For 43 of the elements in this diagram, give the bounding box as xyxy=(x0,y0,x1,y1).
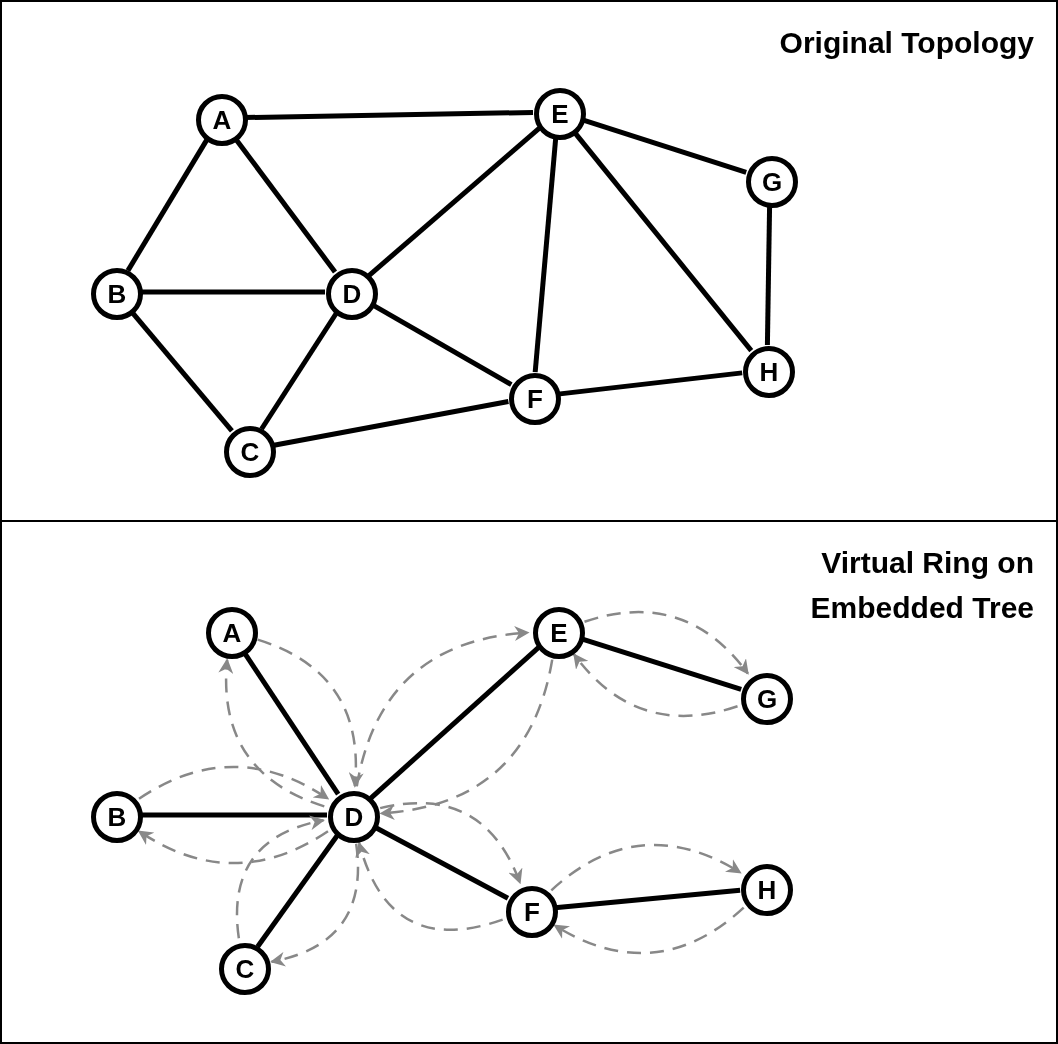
node-circle: E xyxy=(534,88,586,140)
panel-title: Original Topology xyxy=(778,25,1034,61)
dashed-arrow xyxy=(235,816,325,939)
edge-line xyxy=(557,370,743,397)
panel-title: Virtual Ring on Embedded Tree xyxy=(809,545,1034,626)
node-circle: G xyxy=(741,673,793,725)
node-circle: B xyxy=(91,268,143,320)
dashed-arrow xyxy=(270,843,360,966)
node-circle: D xyxy=(326,268,378,320)
dashed-arrow xyxy=(355,626,530,787)
edge-line xyxy=(125,138,210,272)
edge-line xyxy=(368,645,541,801)
dashed-arrow xyxy=(379,802,522,885)
edge-line xyxy=(272,399,509,448)
node-circle: H xyxy=(741,864,793,916)
node-circle: G xyxy=(746,156,798,208)
dashed-arrow xyxy=(138,765,330,800)
dashed-arrow xyxy=(356,841,503,931)
dashed-arrow xyxy=(137,830,329,865)
node-circle: A xyxy=(206,607,258,659)
dashed-arrow xyxy=(553,906,745,955)
dashed-arrow xyxy=(257,638,364,788)
edge-line xyxy=(140,289,325,295)
edge-line xyxy=(255,833,340,949)
dashed-arrow xyxy=(550,843,742,892)
node-circle: F xyxy=(509,373,561,425)
edge-line xyxy=(140,812,327,818)
node-circle: H xyxy=(743,346,795,398)
node-circle: C xyxy=(224,426,276,478)
node-circle: D xyxy=(328,791,380,843)
dashed-arrow xyxy=(218,658,325,808)
node-circle: F xyxy=(506,886,558,938)
dashed-arrow xyxy=(584,611,749,675)
edge-line xyxy=(259,311,339,431)
edge-line xyxy=(367,126,541,278)
dashed-arrow xyxy=(573,653,738,717)
node-circle: E xyxy=(533,607,585,659)
node-circle: A xyxy=(196,94,248,146)
panel xyxy=(0,520,1058,1044)
dashed-arrow xyxy=(379,659,554,820)
node-circle: C xyxy=(219,943,271,995)
node-circle: B xyxy=(91,791,143,843)
panel xyxy=(0,0,1058,522)
